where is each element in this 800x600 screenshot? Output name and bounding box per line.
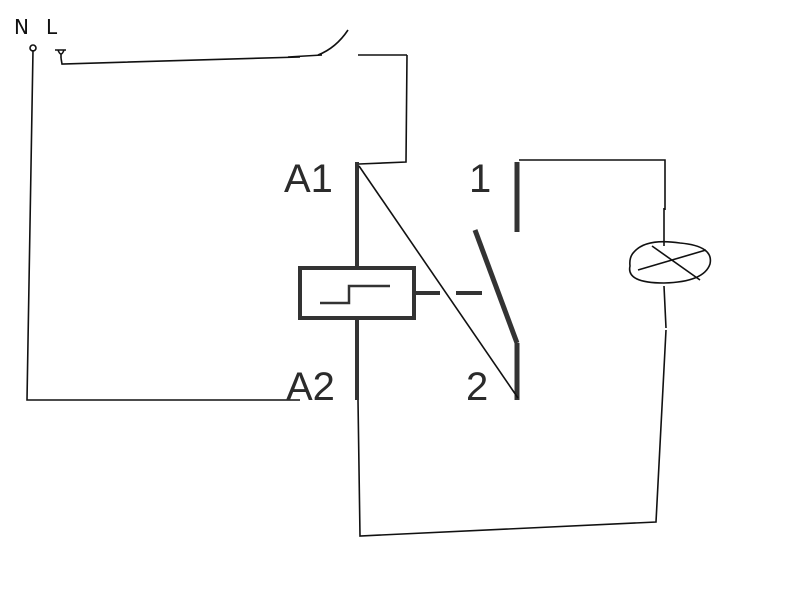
wire-contact-1-to-lamp <box>519 159 666 210</box>
relay-contact <box>472 162 520 400</box>
wire-a1-to-contact-2 <box>358 165 519 399</box>
wire-lamp-return-to-a2 <box>357 329 667 537</box>
wire-neutral-to-a2 <box>26 49 300 401</box>
terminal-label-1: 1 <box>469 157 491 201</box>
supply-label-phase: N <box>14 15 29 39</box>
wire-supply-to-switch <box>60 56 301 65</box>
lamp <box>628 208 712 329</box>
terminal-label-a1: A1 <box>284 157 333 201</box>
wire-switch-to-a1 <box>358 54 408 165</box>
terminal-label-a2: A2 <box>286 365 335 409</box>
terminal-label-2: 2 <box>466 365 488 409</box>
pushbutton-switch <box>287 29 407 58</box>
relay-coil <box>298 266 416 320</box>
supply-terminal-right <box>55 49 66 58</box>
supply-label-neutral: L <box>46 15 58 39</box>
